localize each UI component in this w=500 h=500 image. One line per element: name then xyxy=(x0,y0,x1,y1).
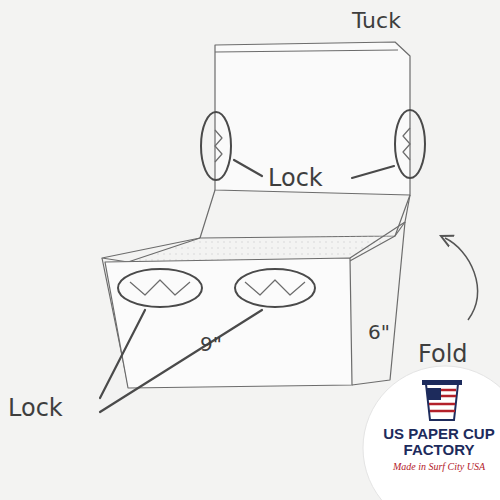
callout-label: Fold xyxy=(418,342,468,366)
callout-label: Lock xyxy=(268,166,323,190)
brand-name: US PAPER CUP FACTORY xyxy=(382,426,496,458)
brand-tagline: Made in Surf City USA xyxy=(382,461,496,472)
callout-label: Lock xyxy=(8,396,63,420)
cup-icon xyxy=(422,380,462,420)
dimension-label: 9" xyxy=(200,334,222,354)
dimension-label: 6" xyxy=(368,322,390,342)
part-label: Tuck xyxy=(352,10,401,32)
logo-text-block: US PAPER CUP FACTORY Made in Surf City US… xyxy=(382,426,496,472)
logo-badge xyxy=(363,366,500,500)
